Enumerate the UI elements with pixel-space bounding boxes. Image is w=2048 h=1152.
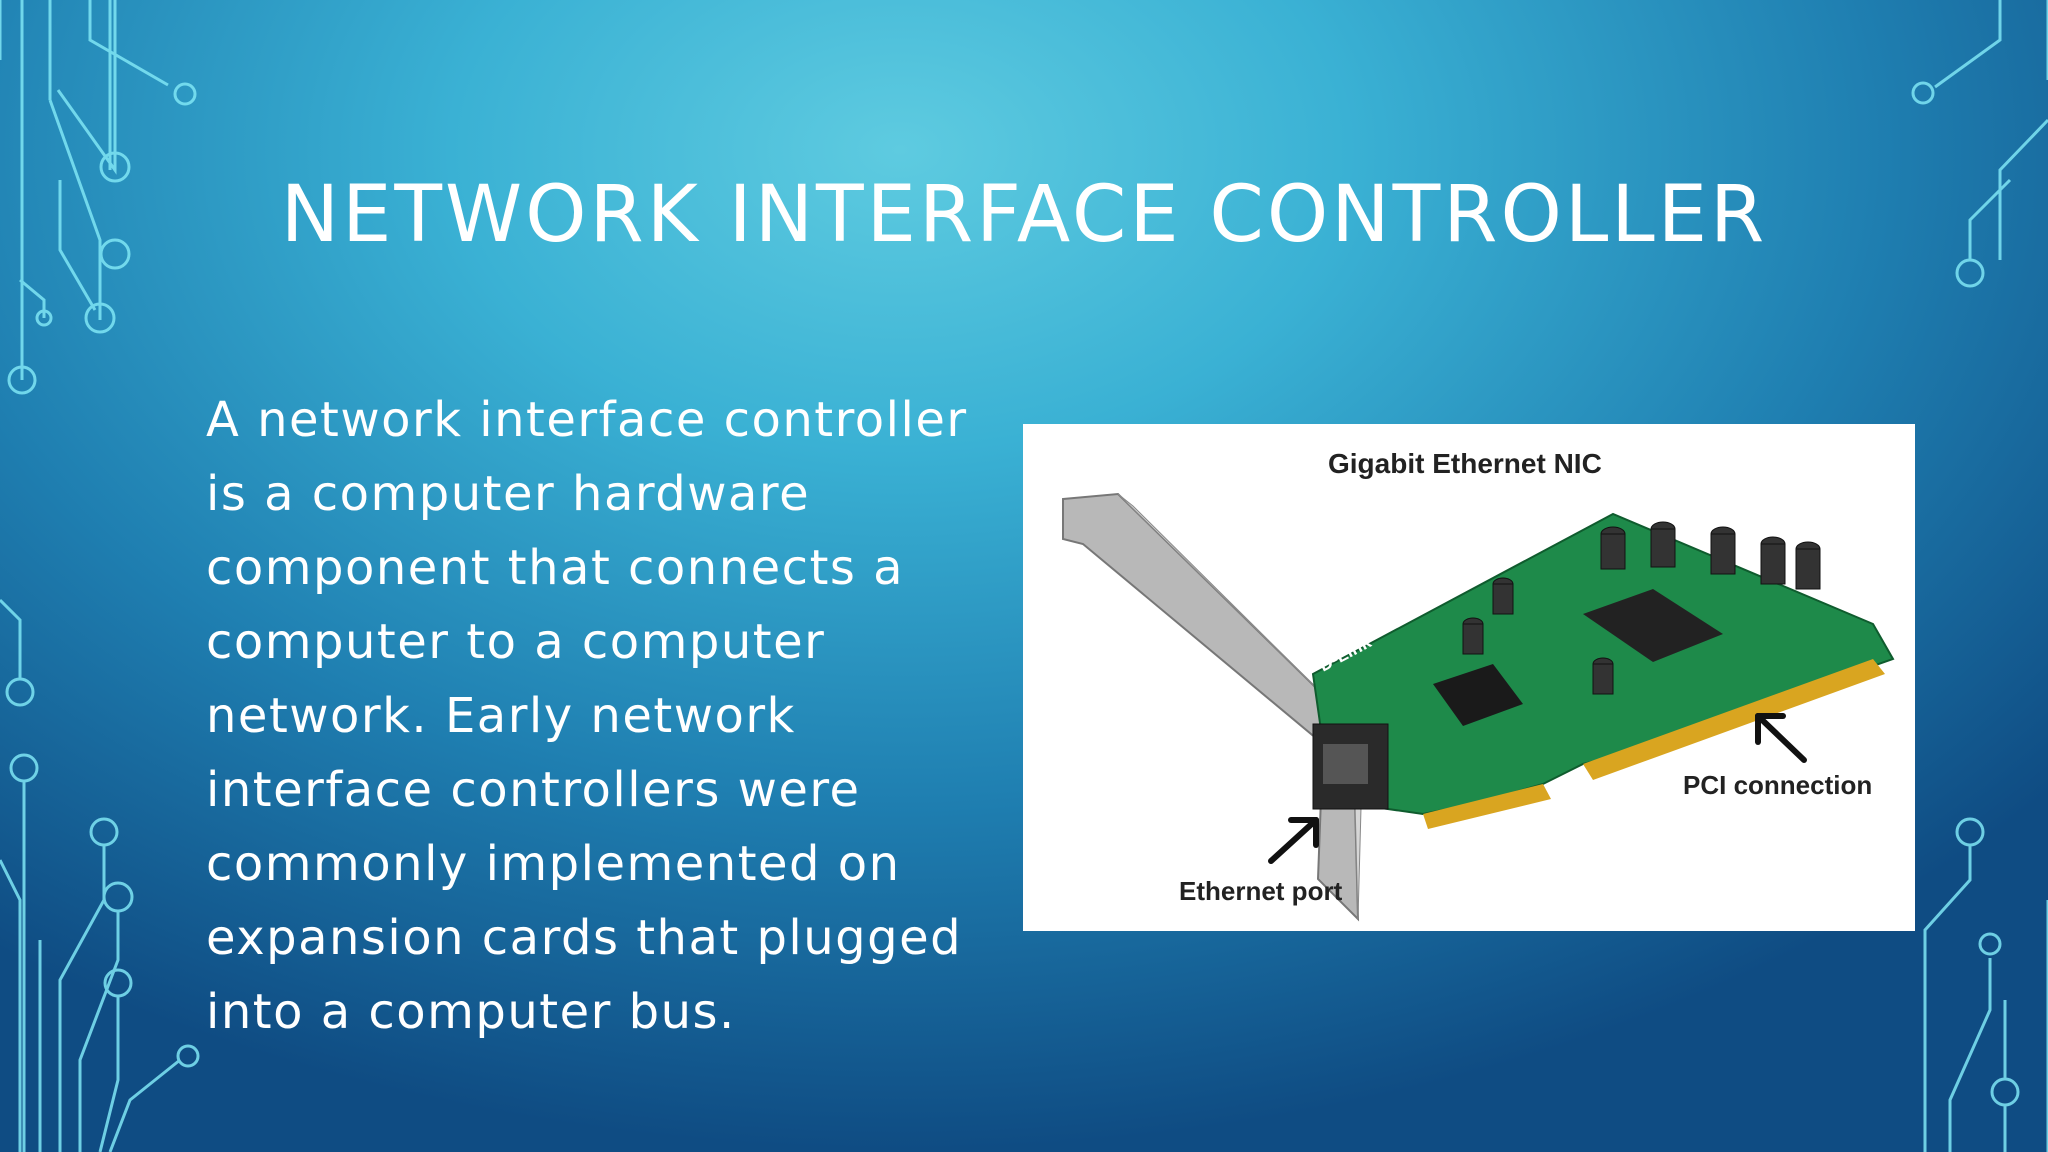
nic-illustration: D-Link [1062,492,1895,922]
slide-title: NETWORK INTERFACE CONTROLLER [280,170,1768,260]
nic-image: D-Link Gigabit Ethernet NIC PCI connecti… [1023,424,1915,931]
pci-connection-label: PCI connection [1683,770,1873,800]
slide-body-text: A network interface controller is a comp… [206,392,968,1040]
nic-caption: Gigabit Ethernet NIC [1328,448,1602,479]
ethernet-port-label: Ethernet port [1179,876,1343,906]
